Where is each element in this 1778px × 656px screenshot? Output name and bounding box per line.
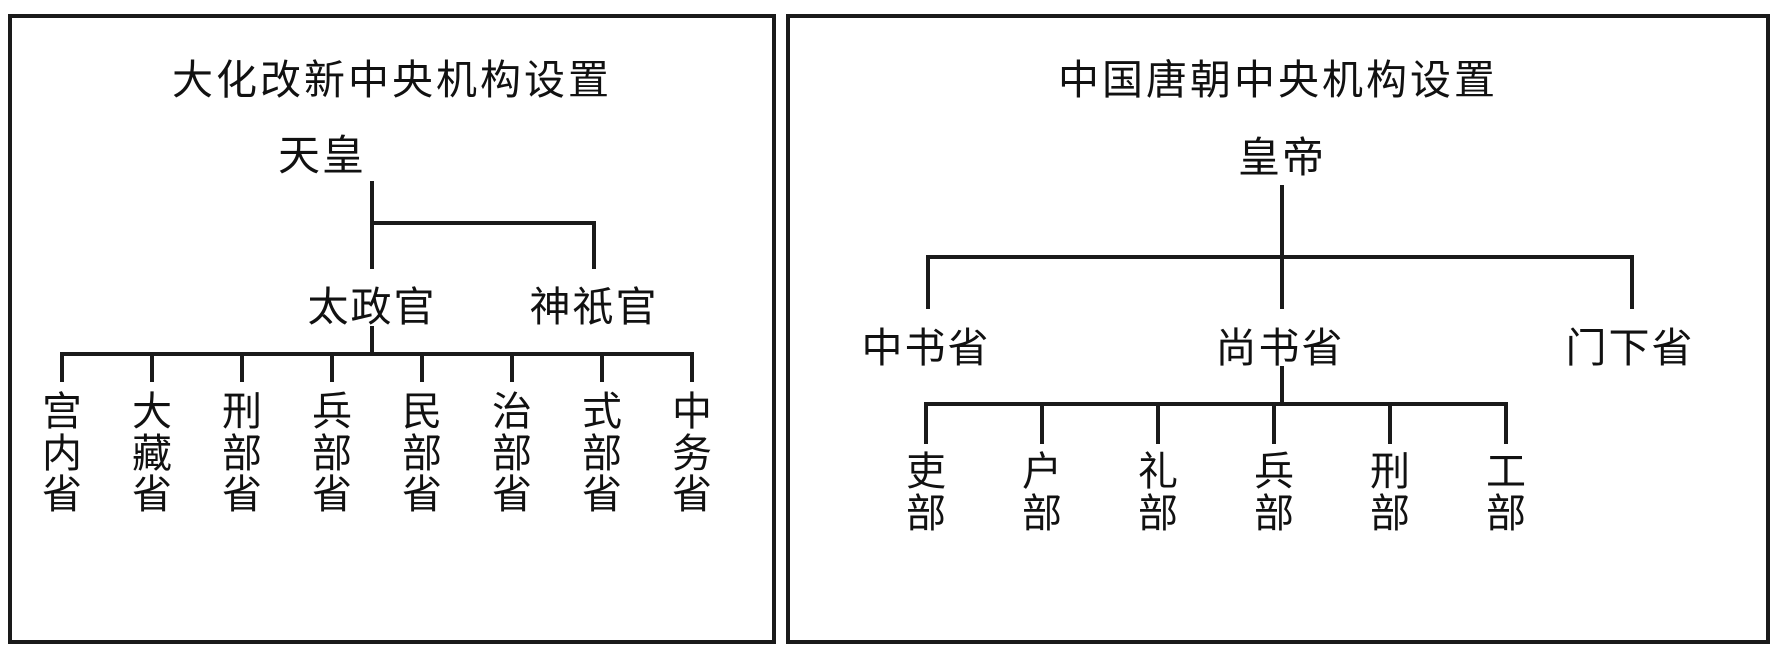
node-tang-zhongshusheng: 中书省 (861, 324, 991, 372)
leaf-japan-4: 兵 部 省 (296, 389, 368, 519)
leaf-char: 宫 (42, 389, 82, 435)
leaf-char: 省 (132, 472, 172, 519)
leaf-char: 省 (492, 472, 532, 519)
connector-leaf-drop-3 (240, 352, 244, 382)
node-tang-root: 皇帝 (1237, 133, 1326, 182)
leaf-char: 省 (222, 472, 262, 519)
node-japan-root: 天皇 (277, 131, 366, 180)
connector-root-stem (370, 181, 374, 223)
connector-leaf-drop-4 (330, 352, 334, 382)
connector-drop-zhongshu (926, 255, 930, 309)
leaf-tang-3: 礼 部 (1122, 449, 1194, 537)
leaf-char: 部 (1486, 490, 1526, 537)
connector-ministry-drop-4 (1272, 402, 1276, 444)
connector-leaf-drop-1 (60, 352, 64, 382)
leaf-char: 内 (42, 430, 82, 477)
connector-leaf-drop-8 (690, 352, 694, 382)
connector-emperor-stem (1280, 185, 1284, 259)
panel-japan-title: 大化改新中央机构设置 (172, 56, 612, 104)
connector-ministry-drop-2 (1040, 402, 1044, 444)
leaf-char: 部 (1022, 490, 1062, 537)
leaf-char: 部 (312, 430, 352, 477)
leaf-char: 刑 (1370, 449, 1410, 495)
leaf-tang-5: 刑 部 (1354, 449, 1426, 537)
connector-drop-taiseikan (370, 221, 374, 269)
leaf-char: 户 (1022, 449, 1062, 495)
leaf-char: 式 (582, 389, 622, 435)
connector-leaf-drop-7 (600, 352, 604, 382)
leaf-char: 兵 (312, 389, 352, 435)
connector-leaf-drop-5 (420, 352, 424, 382)
connector-level2-bus (370, 221, 596, 225)
leaf-char: 工 (1486, 449, 1526, 495)
leaf-char: 省 (402, 472, 442, 519)
leaf-japan-2: 大 藏 省 (116, 389, 188, 519)
node-tang-shangshusheng: 尚书省 (1215, 324, 1345, 372)
leaf-char: 部 (492, 430, 532, 477)
connector-taiseikan-stem (370, 326, 374, 354)
leaf-char: 民 (402, 389, 442, 435)
leaf-char: 刑 (222, 389, 262, 435)
leaf-char: 部 (582, 430, 622, 477)
connector-ministry-drop-5 (1388, 402, 1392, 444)
leaf-char: 治 (492, 389, 532, 435)
leaf-char: 省 (672, 472, 712, 519)
leaf-char: 省 (582, 472, 622, 519)
leaf-char: 务 (672, 430, 712, 477)
connector-ministry-drop-3 (1156, 402, 1160, 444)
connector-leaf-drop-6 (510, 352, 514, 382)
connector-drop-shangshu (1280, 255, 1284, 309)
leaf-char: 部 (402, 430, 442, 477)
leaf-char: 省 (312, 472, 352, 519)
leaf-tang-6: 工 部 (1470, 449, 1542, 537)
leaf-japan-6: 治 部 省 (476, 389, 548, 519)
leaf-char: 省 (42, 472, 82, 519)
leaf-japan-1: 宫 内 省 (26, 389, 98, 519)
leaf-char: 部 (222, 430, 262, 477)
leaf-japan-7: 式 部 省 (566, 389, 638, 519)
panel-tang-chart: 中国唐朝中央机构设置 皇帝 中书省 尚书省 门下省 吏 部 户 部 (786, 14, 1770, 644)
connector-shangshu-stem (1280, 366, 1284, 404)
leaf-char: 部 (1254, 490, 1294, 537)
leaf-char: 兵 (1254, 449, 1294, 495)
leaf-japan-5: 民 部 省 (386, 389, 458, 519)
leaf-tang-1: 吏 部 (890, 449, 962, 537)
leaf-japan-3: 刑 部 省 (206, 389, 278, 519)
connector-drop-menxia (1630, 255, 1634, 309)
leaf-char: 吏 (906, 449, 946, 495)
leaf-char: 大 (132, 389, 172, 435)
connector-ministry-drop-6 (1504, 402, 1508, 444)
connector-ministry-drop-1 (924, 402, 928, 444)
leaf-char: 部 (906, 490, 946, 537)
leaf-char: 藏 (132, 430, 172, 477)
leaf-japan-8: 中 务 省 (656, 389, 728, 519)
leaf-tang-4: 兵 部 (1238, 449, 1310, 537)
leaf-char: 部 (1138, 490, 1178, 537)
connector-leaf-drop-2 (150, 352, 154, 382)
leaf-char: 礼 (1138, 449, 1178, 495)
leaf-tang-2: 户 部 (1006, 449, 1078, 537)
connector-drop-jingikan (592, 221, 596, 269)
connector-japan-leaf-bus (60, 352, 694, 356)
connector-six-ministries-bus (924, 402, 1506, 406)
panel-tang-title: 中国唐朝中央机构设置 (1058, 56, 1498, 104)
leaf-char: 中 (672, 389, 712, 435)
panel-japan-chart: 大化改新中央机构设置 天皇 太政官 神祇官 宫 内 省 (8, 14, 776, 644)
node-tang-menxiasheng: 门下省 (1565, 324, 1695, 372)
node-japan-taiseikan: 太政官 (307, 283, 437, 331)
leaf-char: 部 (1370, 490, 1410, 537)
node-japan-jingikan: 神祇官 (529, 283, 659, 331)
